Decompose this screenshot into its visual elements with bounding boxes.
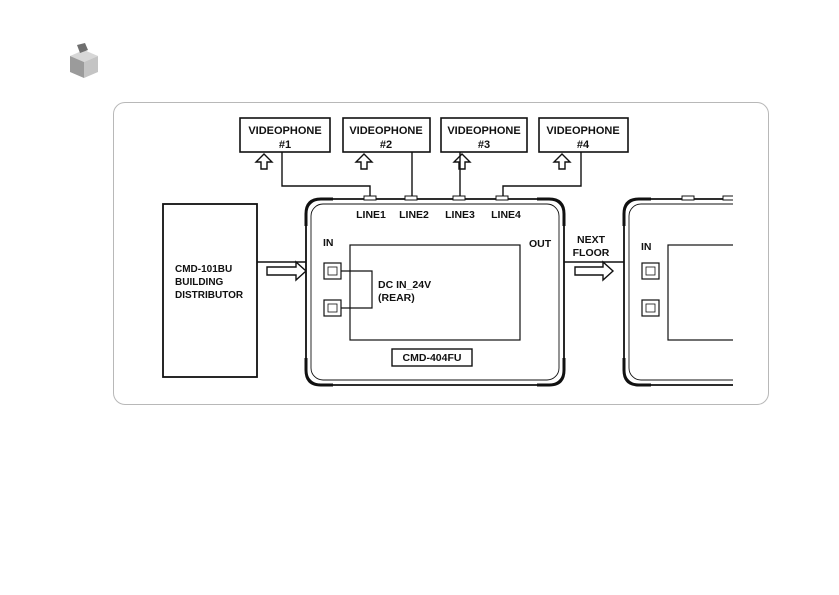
up-arrow-icon: [356, 154, 372, 169]
videophone-3-title: VIDEOPHONE: [447, 125, 520, 137]
dc-in-label: DC IN_24V: [378, 279, 431, 291]
videophone-4-number: #4: [577, 139, 590, 151]
building-distributor: CMD-101BU BUILDING DISTRIBUTOR: [163, 204, 257, 377]
up-arrow-icon: [256, 154, 272, 169]
line3-label: LINE3: [445, 209, 475, 221]
in-label: IN: [323, 237, 334, 249]
videophone-3-number: #3: [478, 139, 490, 151]
right-arrow-icon: [575, 262, 613, 280]
line4-label: LINE4: [491, 209, 521, 221]
distributor-model: CMD-101BU: [175, 264, 232, 275]
up-arrow-icon: [554, 154, 570, 169]
line-wiring: [282, 152, 581, 201]
next-floor-unit: IN: [624, 196, 839, 385]
videophone-2: VIDEOPHONE #2: [343, 118, 430, 152]
next-unit-in-label: IN: [641, 241, 652, 253]
display-window: [350, 245, 520, 340]
distributor-line-2: BUILDING: [175, 277, 224, 288]
videophone-3: VIDEOPHONE #3: [441, 118, 527, 152]
videophone-1: VIDEOPHONE #1: [240, 118, 330, 152]
videophone-4: VIDEOPHONE #4: [539, 118, 628, 152]
line2-label: LINE2: [399, 209, 429, 221]
next-label: NEXT: [577, 234, 606, 246]
distributor-line-3: DISTRIBUTOR: [175, 290, 244, 301]
videophone-2-number: #2: [380, 139, 392, 151]
cmd-404fu-unit: LINE1 LINE2 LINE3 LINE4 IN OUT DC IN_24V…: [306, 196, 564, 385]
videophone-1-number: #1: [279, 139, 291, 151]
model-label: CMD-404FU: [403, 352, 462, 364]
up-arrow-icons: [256, 154, 570, 169]
floor-label: FLOOR: [573, 247, 610, 259]
up-arrow-icon: [454, 154, 470, 169]
line1-label: LINE1: [356, 209, 386, 221]
videophone-4-title: VIDEOPHONE: [546, 125, 619, 137]
rear-label: (REAR): [378, 292, 415, 304]
videophone-2-title: VIDEOPHONE: [349, 125, 422, 137]
videophone-1-title: VIDEOPHONE: [248, 125, 321, 137]
out-label: OUT: [529, 238, 552, 250]
right-arrow-icon: [267, 262, 306, 280]
